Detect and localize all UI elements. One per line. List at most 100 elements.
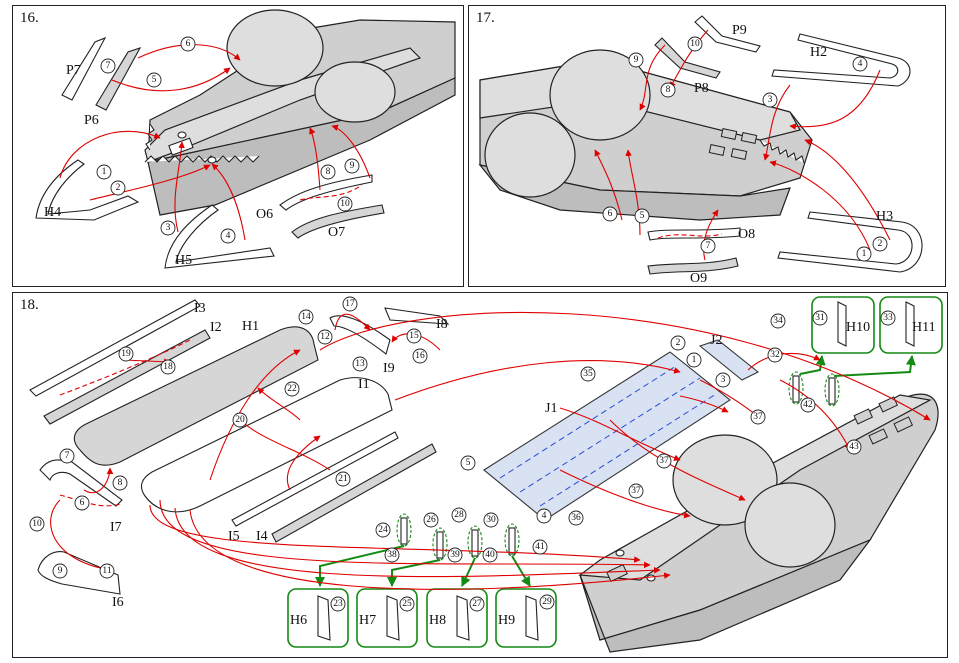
s18-label-i7: I7 xyxy=(110,520,122,535)
svg-text:2: 2 xyxy=(878,239,883,249)
s16-label-p6: P6 xyxy=(84,113,99,128)
svg-text:9: 9 xyxy=(634,55,639,65)
s17-label-p9: P9 xyxy=(732,23,747,38)
s16-label-p7: P7 xyxy=(66,63,81,78)
s18-label-i2: I2 xyxy=(210,320,222,335)
svg-text:14: 14 xyxy=(301,312,311,322)
s17-rear-wheel-housing xyxy=(549,49,651,141)
step-16-drawing: P7 P6 H4 H5 O6 O7 1 2 3 4 5 6 7 8 9 10 xyxy=(35,9,456,269)
svg-text:34: 34 xyxy=(773,316,783,326)
svg-text:3: 3 xyxy=(166,223,171,233)
s18-part-j1 xyxy=(483,351,731,521)
s16-part-p6 xyxy=(95,47,142,111)
s16-part-h4 xyxy=(35,159,140,221)
s18-part-i9 xyxy=(329,315,391,355)
svg-text:1: 1 xyxy=(862,249,867,259)
s17-part-o9 xyxy=(647,257,739,275)
s16-hole-b xyxy=(207,156,217,164)
s18-label-i1: I1 xyxy=(358,377,370,392)
svg-text:4: 4 xyxy=(858,59,863,69)
s16-label-o7: O7 xyxy=(328,225,345,240)
svg-text:23: 23 xyxy=(333,599,343,609)
svg-text:17: 17 xyxy=(345,299,355,309)
s18-label-i9: I9 xyxy=(383,361,395,376)
svg-text:29: 29 xyxy=(542,597,552,607)
s16-hull-bottom xyxy=(147,77,456,216)
s17-hull-bottom xyxy=(478,164,791,221)
svg-text:22: 22 xyxy=(287,384,297,394)
s18-label-i8: I8 xyxy=(436,317,448,332)
s17-label-h3: H3 xyxy=(876,209,893,224)
s18-label-i3: I3 xyxy=(194,301,206,316)
svg-text:4: 4 xyxy=(226,231,231,241)
s16-part-p7 xyxy=(61,36,107,101)
s16-label-o6: O6 xyxy=(256,207,273,222)
svg-text:41: 41 xyxy=(535,542,545,552)
s16-gear-teeth xyxy=(144,155,260,163)
s16-label-h4: H4 xyxy=(44,205,61,220)
s18-label-j1: J1 xyxy=(545,401,557,416)
s17-label-o9: O9 xyxy=(690,271,707,286)
s18-label-h6: H6 xyxy=(290,613,307,628)
svg-text:27: 27 xyxy=(472,599,482,609)
svg-text:11: 11 xyxy=(102,566,111,576)
step-18-number: 18. xyxy=(20,297,39,313)
svg-text:36: 36 xyxy=(571,513,581,523)
s18-step-numbers: 1 2 3 4 5 6 7 8 9 10 11 12 13 14 15 16 1… xyxy=(29,296,896,612)
s18-part-i4 xyxy=(271,443,437,543)
s18-label-h1: H1 xyxy=(242,319,259,334)
svg-text:25: 25 xyxy=(402,599,412,609)
svg-text:18: 18 xyxy=(163,362,173,372)
s18-part-i8 xyxy=(384,307,450,325)
s18-label-i5: I5 xyxy=(228,529,240,544)
s16-rear-wheel-housing xyxy=(226,9,324,87)
s18-part-j2 xyxy=(698,339,760,381)
svg-text:31: 31 xyxy=(815,313,825,323)
svg-text:30: 30 xyxy=(486,515,496,525)
s17-part-o8 xyxy=(647,227,741,241)
svg-text:9: 9 xyxy=(58,566,63,576)
step-17-drawing: P9 P8 H2 H3 O8 O9 1 2 3 4 5 6 7 8 9 10 xyxy=(478,15,923,286)
s18-part-i5 xyxy=(231,431,399,527)
svg-text:6: 6 xyxy=(186,39,191,49)
svg-text:8: 8 xyxy=(326,167,331,177)
svg-text:39: 39 xyxy=(450,550,460,560)
s17-label-o8: O8 xyxy=(738,227,755,242)
s18-part-i6 xyxy=(37,551,121,595)
s18-label-i4: I4 xyxy=(256,529,268,544)
s18-hull-bottom xyxy=(579,538,872,653)
svg-text:8: 8 xyxy=(666,85,671,95)
svg-text:5: 5 xyxy=(640,211,645,221)
s17-part-p8 xyxy=(654,37,721,79)
s17-part-h2 xyxy=(771,33,911,87)
s18-label-h7: H7 xyxy=(359,613,376,628)
s17-part-p9 xyxy=(694,15,761,53)
s16-part-o7 xyxy=(291,204,385,239)
s18-part-i7 xyxy=(39,459,123,507)
s18-part-h1 xyxy=(73,326,319,466)
svg-text:1: 1 xyxy=(692,355,697,365)
svg-text:19: 19 xyxy=(121,349,131,359)
svg-text:4: 4 xyxy=(542,511,547,521)
s16-hole-a xyxy=(177,131,187,139)
step-17-number: 17. xyxy=(476,10,495,26)
svg-text:8: 8 xyxy=(118,478,123,488)
svg-text:21: 21 xyxy=(338,474,348,484)
svg-text:37: 37 xyxy=(659,456,669,466)
svg-text:37: 37 xyxy=(631,486,641,496)
s18-part-i3 xyxy=(29,299,201,397)
svg-text:35: 35 xyxy=(583,369,593,379)
s16-front-wheel-housing xyxy=(314,61,396,123)
svg-text:15: 15 xyxy=(409,331,419,341)
svg-text:5: 5 xyxy=(466,458,471,468)
svg-text:12: 12 xyxy=(320,332,330,342)
svg-text:28: 28 xyxy=(454,510,464,520)
step-16-number: 16. xyxy=(20,10,39,26)
svg-text:7: 7 xyxy=(65,451,70,461)
s18-label-i6: I6 xyxy=(112,595,124,610)
svg-text:5: 5 xyxy=(152,75,157,85)
s18-callouts xyxy=(287,296,943,648)
svg-text:42: 42 xyxy=(803,400,813,410)
svg-text:6: 6 xyxy=(80,498,85,508)
